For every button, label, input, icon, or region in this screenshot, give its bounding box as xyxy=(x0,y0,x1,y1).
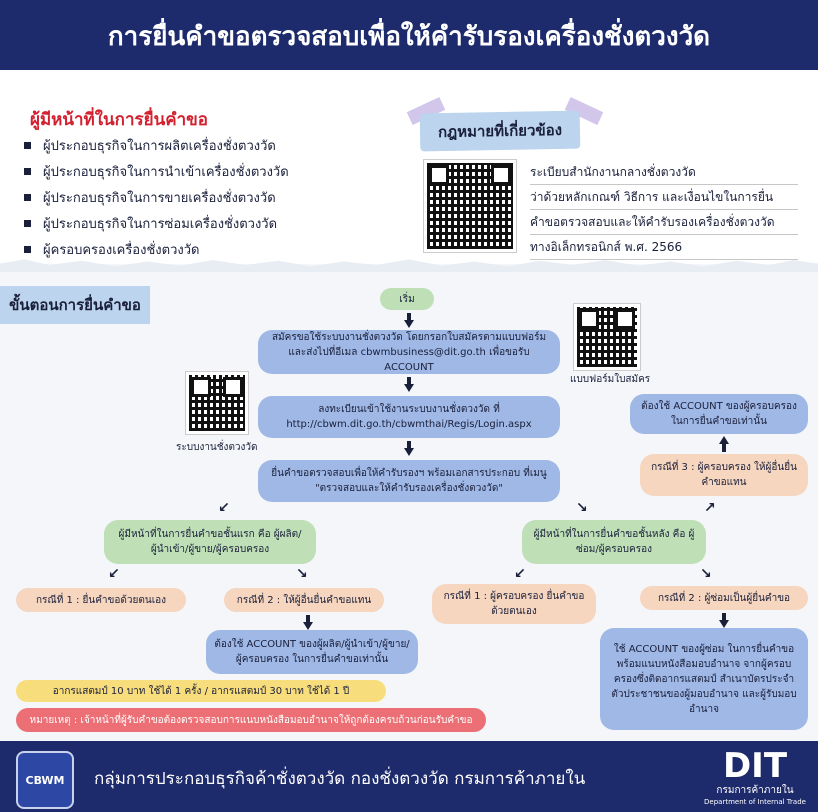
dit-logo: DIT กรมการค้าภายใน Department of Interna… xyxy=(704,747,806,807)
footer-banner: CBWM กลุ่มการประกอบธุรกิจค้าชั่งตวงวัด ก… xyxy=(0,741,818,812)
cbwm-logo: CBWM xyxy=(16,751,74,809)
law-description: ระเบียบสำนักงานกลางชั่งตวงวัด ว่าด้วยหลั… xyxy=(530,160,798,260)
bullet-icon xyxy=(24,245,31,253)
responsible-list: ผู้ประกอบธุรกิจในการผลิตเครื่องชั่งตวงวั… xyxy=(24,132,289,262)
system-qr-caption: ระบบงานชั่งตวงวัด xyxy=(176,442,258,453)
flow-start: เริ่ม xyxy=(380,288,434,310)
law-qr-code-icon[interactable] xyxy=(423,159,517,253)
law-line: คำขอตรวจสอบและให้คำรับรองเครื่องชั่งตวงว… xyxy=(530,210,798,235)
law-line: ระเบียบสำนักงานกลางชั่งตวงวัด xyxy=(530,160,798,185)
flow-later-case3: กรณีที่ 3 : ผู้ครอบครอง ให้ผู้อื่นยื่นคำ… xyxy=(640,454,808,496)
law-line: ว่าด้วยหลักเกณฑ์ วิธีการ และเงื่อนไขในกา… xyxy=(530,185,798,210)
flow-login: ลงทะเบียนเข้าใช้งานระบบงานชั่งตวงวัด ที่… xyxy=(258,396,560,438)
law-title-tag: กฎหมายที่เกี่ยวข้อง xyxy=(419,110,581,152)
stamp-duty-info: อากรแสตมป์ 10 บาท ใช้ได้ 1 ครั้ง / อากรแ… xyxy=(16,680,386,702)
list-item: ผู้ประกอบธุรกิจในการนำเข้าเครื่องชั่งตวง… xyxy=(24,158,289,184)
flow-first-tier: ผู้มีหน้าที่ในการยื่นคำขอชั้นแรก คือ ผู้… xyxy=(104,520,316,564)
note-banner: หมายเหตุ : เจ้าหน้าที่ผู้รับคำขอต้องตรวจ… xyxy=(16,708,486,732)
arrow-down-icon xyxy=(404,441,414,456)
flow-owner-account: ต้องใช้ ACCOUNT ของผู้ครอบครอง ในการยื่น… xyxy=(630,394,808,434)
info-section xyxy=(0,70,818,264)
flow-register: สมัครขอใช้ระบบงานชั่งตวงวัด โดยกรอกใบสมั… xyxy=(258,330,560,374)
form-qr-code-icon[interactable] xyxy=(573,303,641,371)
flow-later-case1: กรณีที่ 1 : ผู้ครอบครอง ยื่นคำขอด้วยตนเอ… xyxy=(432,584,596,624)
arrow-down-right-icon: ↘ xyxy=(700,566,712,582)
footer-org-name: กลุ่มการประกอบธุรกิจค้าชั่งตวงวัด กองชั่… xyxy=(94,769,586,789)
flow-later-tier: ผู้มีหน้าที่ในการยื่นคำขอชั้นหลัง คือ ผู… xyxy=(522,520,706,564)
law-line: ทางอิเล็กทรอนิกส์ พ.ศ. 2566 xyxy=(530,235,798,260)
flow-first-case1: กรณีที่ 1 : ยื่นคำขอด้วยตนเอง xyxy=(16,588,186,612)
system-qr-code-icon[interactable] xyxy=(185,371,249,435)
header-banner: การยื่นคำขอตรวจสอบเพื่อให้คำรับรองเครื่อ… xyxy=(0,0,818,70)
arrow-down-left-icon: ↙ xyxy=(108,566,120,582)
flow-first-case2: กรณีที่ 2 : ให้ผู้อื่นยื่นคำขอแทน xyxy=(224,588,384,612)
flow-repair-account: ใช้ ACCOUNT ของผู้ซ่อม ในการยื่นคำขอ พร้… xyxy=(600,628,808,730)
bullet-icon xyxy=(24,167,31,175)
flow-later-case2: กรณีที่ 2 : ผู้ซ่อมเป็นผู้ยื่นคำขอ xyxy=(640,586,808,610)
arrow-down-left-icon: ↙ xyxy=(514,566,526,582)
arrow-down-icon xyxy=(404,377,414,392)
arrow-down-left-icon: ↙ xyxy=(218,500,230,516)
form-qr-caption: แบบฟอร์มใบสมัคร xyxy=(570,374,651,385)
bullet-icon xyxy=(24,141,31,149)
arrow-up-icon xyxy=(719,436,729,452)
page-title: การยื่นคำขอตรวจสอบเพื่อให้คำรับรองเครื่อ… xyxy=(107,22,711,52)
arrow-up-right-icon: ↗ xyxy=(704,500,716,516)
list-item: ผู้ประกอบธุรกิจในการซ่อมเครื่องชั่งตวงวั… xyxy=(24,210,289,236)
arrow-down-icon xyxy=(404,313,414,328)
dit-logo-thai: กรมการค้าภายใน xyxy=(716,785,794,796)
arrow-down-right-icon: ↘ xyxy=(296,566,308,582)
steps-title-tag: ขั้นตอนการยื่นคำขอ xyxy=(0,286,150,324)
torn-paper-divider xyxy=(0,259,818,272)
bullet-icon xyxy=(24,219,31,227)
dit-logo-english: Department of Internal Trade xyxy=(704,798,806,806)
list-item: ผู้ประกอบธุรกิจในการขายเครื่องชั่งตวงวัด xyxy=(24,184,289,210)
arrow-down-icon xyxy=(719,613,729,628)
responsible-title: ผู้มีหน้าที่ในการยื่นคำขอ xyxy=(30,110,208,130)
flow-first-account: ต้องใช้ ACCOUNT ของผู้ผลิต/ผู้นำเข้า/ผู้… xyxy=(206,630,418,674)
flow-submit: ยื่นคำขอตรวจสอบเพื่อให้คำรับรองฯ พร้อมเอ… xyxy=(258,460,560,502)
bullet-icon xyxy=(24,193,31,201)
arrow-down-right-icon: ↘ xyxy=(576,500,588,516)
list-item: ผู้ครอบครองเครื่องชั่งตวงวัด xyxy=(24,236,289,262)
arrow-down-icon xyxy=(303,615,313,630)
list-item: ผู้ประกอบธุรกิจในการผลิตเครื่องชั่งตวงวั… xyxy=(24,132,289,158)
dit-logo-mark: DIT xyxy=(722,746,788,786)
